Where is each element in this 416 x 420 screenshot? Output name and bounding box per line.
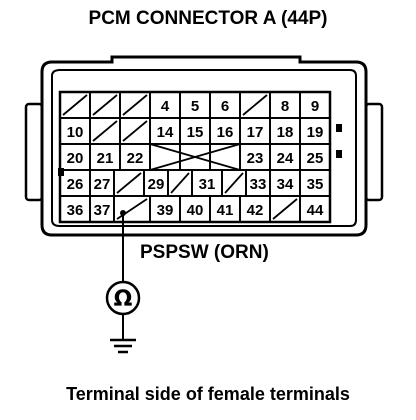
terminal-number: 29	[148, 176, 165, 193]
probe-wire	[120, 210, 126, 285]
empty-terminal-slash	[116, 198, 148, 220]
terminal-number: 31	[199, 176, 216, 193]
terminal-number: 41	[217, 202, 234, 219]
terminal-number: 9	[311, 98, 319, 115]
terminal-number: 44	[307, 202, 324, 219]
terminal-number: 25	[307, 150, 324, 167]
ground-icon	[110, 338, 136, 354]
connector-shell	[40, 55, 368, 237]
empty-terminal-slash	[122, 120, 148, 142]
blank-block-cross	[149, 143, 241, 171]
empty-terminal-slash	[92, 120, 118, 142]
diagram-caption: Terminal side of female terminals	[66, 384, 350, 404]
empty-terminal-slash	[272, 198, 298, 220]
left-lock-tab	[24, 102, 44, 202]
terminal-number: 27	[94, 176, 111, 193]
connector-title: PCM CONNECTOR A (44P)	[88, 8, 328, 29]
terminal-number: 37	[94, 202, 111, 219]
terminal-number: 35	[307, 176, 324, 193]
terminal-cell	[299, 195, 331, 223]
terminal-grid: 4 5 6 8 9 10 14 15 16 17 18 19 20 21 22 23 24 25 26 27 29 31 3…	[59, 91, 331, 223]
right-key-1	[336, 124, 342, 132]
terminal-number: 15	[187, 124, 204, 141]
terminal-number: 22	[127, 150, 144, 167]
terminal-number: 42	[247, 202, 264, 219]
empty-terminal-slash	[62, 94, 88, 116]
terminal-number: 4	[161, 98, 170, 115]
terminal-number: 20	[67, 150, 84, 167]
terminal-number: 5	[191, 98, 199, 115]
terminal-number: 14	[157, 124, 174, 141]
terminal-number: 23	[247, 150, 264, 167]
terminal-number: 26	[67, 176, 84, 193]
connector-shell-inner	[51, 69, 357, 227]
empty-terminal-slash	[242, 94, 268, 116]
terminal-number: 21	[97, 150, 114, 167]
terminal-number: 34	[277, 176, 294, 193]
terminal-number: 33	[250, 176, 267, 193]
terminal-number: 19	[307, 124, 324, 141]
right-key-2	[336, 150, 342, 158]
terminal-number: 24	[277, 150, 294, 167]
terminal-number: 10	[67, 124, 84, 141]
empty-terminal-slash	[170, 172, 190, 194]
terminal-number: 36	[67, 202, 84, 219]
empty-terminal-slash	[224, 172, 244, 194]
terminal-number: 6	[221, 98, 229, 115]
terminal-number: 40	[187, 202, 204, 219]
empty-terminal-slash	[122, 94, 148, 116]
empty-terminal-slash	[92, 94, 118, 116]
terminal-number: 17	[247, 124, 264, 141]
terminal-number: 16	[217, 124, 234, 141]
terminal-number: 8	[281, 98, 289, 115]
signal-label: PSPSW (ORN)	[140, 242, 269, 263]
terminal-number: 39	[157, 202, 174, 219]
terminal-number: 18	[277, 124, 294, 141]
wire-terminal-dot	[120, 210, 126, 216]
empty-terminal-slash	[116, 172, 142, 194]
ohm-symbol: Ω	[114, 287, 133, 312]
right-lock-tab	[364, 102, 384, 202]
